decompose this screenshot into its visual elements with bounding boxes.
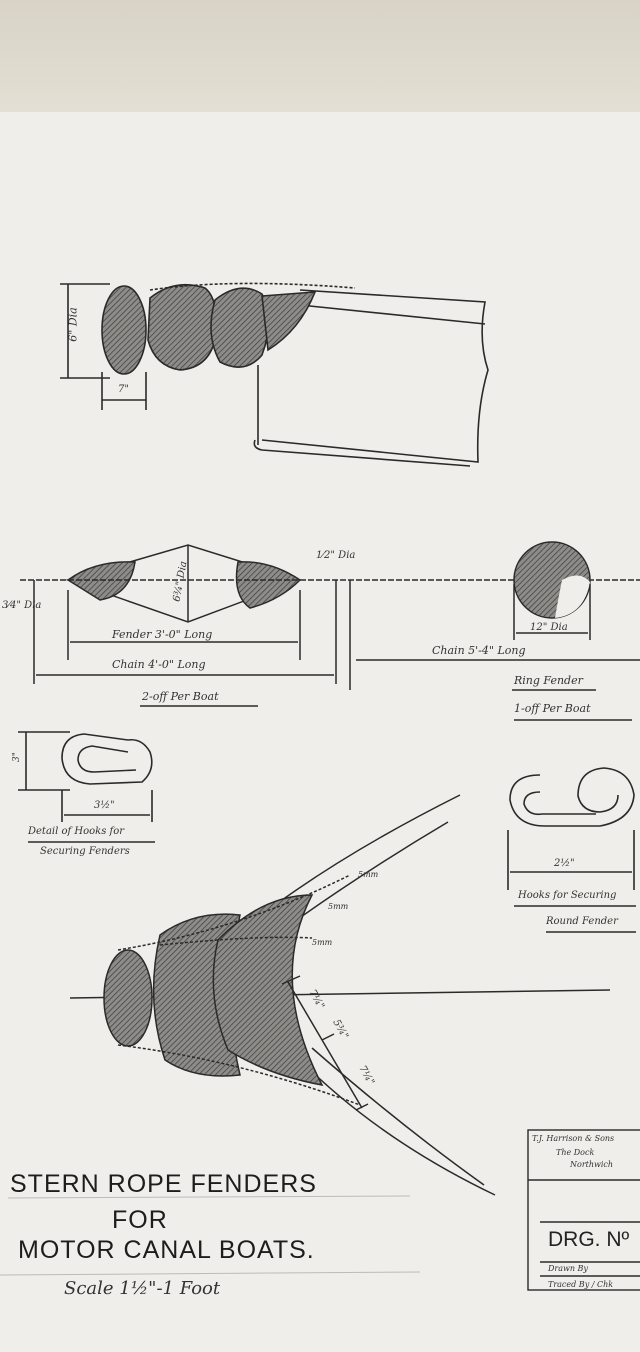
title-line-3: MOTOR CANAL BOATS. xyxy=(18,1236,315,1264)
ring-label-1: Ring Fender xyxy=(514,674,583,687)
elev-dim-left: 3⁄4" Dia xyxy=(2,600,42,611)
chain-label-3: 5mm xyxy=(312,938,333,947)
ring-hook-label-1: Hooks for Securing xyxy=(518,890,617,901)
ring-hook-label-2: Round Fender xyxy=(546,916,618,927)
drawn-by-label: Drawn By xyxy=(548,1264,588,1273)
title-block xyxy=(0,1129,640,1291)
top-view-stern xyxy=(60,282,489,467)
plan-fender-1 xyxy=(103,949,153,1047)
background-wall xyxy=(0,0,640,118)
ring-hook xyxy=(507,767,636,933)
fender-rear xyxy=(101,285,147,375)
fender-length-label: Fender 3'-0" Long xyxy=(112,628,213,641)
hook-detail xyxy=(18,731,155,843)
drawing-number-label: DRG. Nº xyxy=(548,1228,630,1251)
top-dim-height: 6" Dia xyxy=(66,307,80,342)
quantity-label: 2-off Per Boat xyxy=(142,690,219,703)
top-dim-width: 7" xyxy=(118,384,129,395)
ring-chain-length: Chain 5'-4" Long xyxy=(432,644,526,657)
ring-label-2: 1-off Per Boat xyxy=(514,702,591,715)
hook-label-1: Detail of Hooks for xyxy=(28,826,125,837)
firm-line-3: Northwich xyxy=(570,1160,614,1169)
plan-fender-3 xyxy=(212,894,324,1087)
ring-dim: 12" Dia xyxy=(530,622,568,633)
firm-line-1: T.J. Harrison & Sons xyxy=(532,1134,615,1143)
plan-view-stern xyxy=(69,794,611,1196)
fender-elevation xyxy=(20,544,640,707)
hook-dim-width: 3½" xyxy=(94,800,115,811)
traced-by-label: Traced By / Chk xyxy=(548,1280,614,1289)
firm-line-2: The Dock xyxy=(556,1148,595,1157)
ring-hook-dim: 2½" xyxy=(554,858,575,869)
fender-middle xyxy=(147,283,218,371)
fender-front xyxy=(210,287,270,368)
chain-label-1: 5mm xyxy=(358,870,379,879)
title-line-1: STERN ROPE FENDERS xyxy=(10,1170,317,1198)
scale-label: Scale 1½"-1 Foot xyxy=(64,1278,221,1299)
ring-fender xyxy=(512,541,632,721)
chain-length-label: Chain 4'-0" Long xyxy=(112,658,206,671)
title-line-2: FOR xyxy=(112,1206,168,1234)
hook-label-2: Securing Fenders xyxy=(40,846,130,857)
hook-dim-height: 3" xyxy=(11,752,22,762)
chain-label-2: 5mm xyxy=(328,902,349,911)
elev-dim-right: 1⁄2" Dia xyxy=(316,550,356,561)
fender-tip xyxy=(261,291,317,352)
